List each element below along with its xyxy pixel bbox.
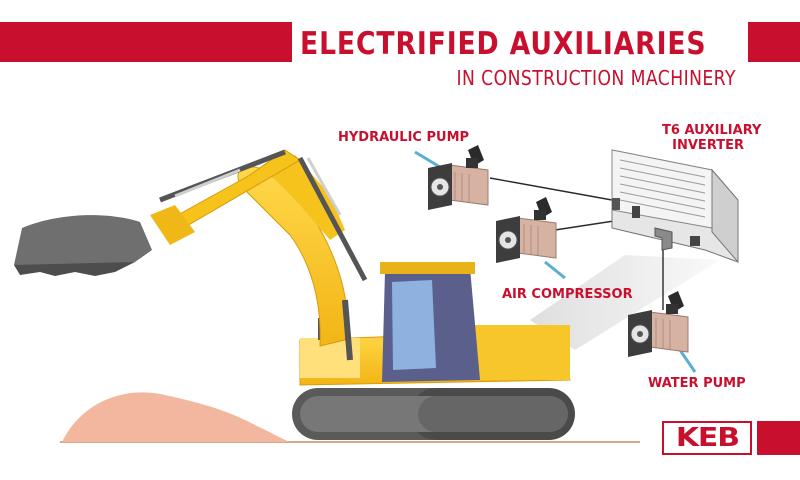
- header-bar-right: [748, 22, 800, 62]
- keb-logo: KEB: [662, 421, 752, 455]
- water-pump-motor-icon: [628, 291, 689, 357]
- inverter-icon: [611, 149, 739, 264]
- excavator-icon: [14, 149, 575, 440]
- callout-air-compressor: [544, 260, 566, 280]
- cable-hydraulic-pump: [489, 177, 613, 201]
- label-air-compressor: AIR COMPRESSOR: [502, 287, 633, 302]
- page-title: ELECTRIFIED AUXILIARIES: [300, 26, 707, 62]
- keb-logo-text: KEB: [675, 423, 740, 453]
- label-inverter-line1: T6 AUXILIARY: [662, 123, 762, 138]
- highlight-beam: [530, 255, 720, 350]
- hydraulic-pump-motor-icon: [428, 145, 489, 210]
- air-compressor-motor-icon: [496, 197, 557, 263]
- page-subtitle: IN CONSTRUCTION MACHINERY: [456, 66, 736, 90]
- label-hydraulic-pump: HYDRAULIC PUMP: [338, 130, 470, 145]
- callout-water-pump: [678, 349, 697, 373]
- dirt-pile: [62, 392, 290, 442]
- footer-bar-right: [757, 421, 800, 455]
- header-bar-left: [0, 22, 292, 62]
- label-water-pump: WATER PUMP: [648, 376, 746, 391]
- label-inverter-line2: INVERTER: [672, 138, 744, 153]
